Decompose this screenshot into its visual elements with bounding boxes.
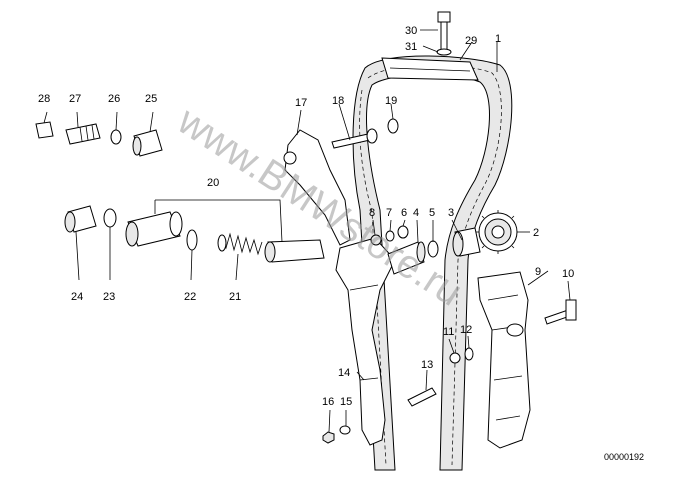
plug-24 [64, 205, 97, 233]
pin-28 [35, 121, 54, 139]
label-11: 11 [443, 326, 454, 338]
washer-11 [449, 352, 461, 364]
sprocket-2 [476, 210, 520, 254]
label-10: 10 [562, 268, 574, 280]
label-7: 7 [386, 207, 392, 219]
washer-26 [110, 129, 122, 145]
nut-16 [322, 431, 335, 444]
bolt-10 [544, 299, 577, 325]
sleeve-4 [387, 241, 426, 275]
label-16: 16 [322, 396, 334, 408]
washer-15 [339, 425, 351, 435]
label-26: 26 [108, 93, 120, 105]
label-15: 15 [340, 396, 352, 408]
label-25: 25 [145, 93, 157, 105]
sleeve-3 [452, 227, 481, 257]
tensioner-rail-17 [283, 129, 351, 246]
label-31: 31 [405, 41, 417, 53]
upper-chain-guide [381, 57, 479, 81]
clip-19 [387, 118, 399, 134]
watermark: www.BMWstore.ru [169, 98, 470, 315]
label-24: 24 [71, 291, 83, 303]
label-30: 30 [405, 25, 417, 37]
spring-21 [217, 232, 263, 256]
label-18: 18 [332, 95, 344, 107]
piston-20 [264, 239, 325, 263]
label-5: 5 [429, 207, 435, 219]
plug-25 [132, 129, 163, 157]
label-6: 6 [401, 207, 407, 219]
label-1: 1 [495, 33, 501, 45]
label-4: 4 [413, 207, 419, 219]
washer-12 [464, 347, 474, 361]
bolt-30 [437, 11, 451, 51]
pin-13 [407, 387, 437, 407]
washer-23 [103, 208, 117, 228]
tensioner-rail-14 [335, 237, 396, 446]
label-3: 3 [448, 207, 454, 219]
label-22: 22 [184, 291, 196, 303]
label-27: 27 [69, 93, 81, 105]
label-2: 2 [533, 227, 539, 239]
valve-27 [65, 123, 101, 145]
timing-chain [352, 55, 513, 471]
label-23: 23 [103, 291, 115, 303]
washer-31 [436, 48, 452, 56]
label-8: 8 [369, 207, 375, 219]
tensioner-housing-20 [125, 211, 183, 247]
label-13: 13 [421, 359, 433, 371]
leader-lines [43, 29, 571, 433]
label-21: 21 [229, 291, 241, 303]
guide-rail-9 [477, 271, 531, 449]
bolt-18 [331, 128, 378, 149]
label-9: 9 [535, 266, 541, 278]
label-28: 28 [38, 93, 50, 105]
label-29: 29 [465, 35, 477, 47]
number-labels: 1 2 3 4 5 6 7 8 9 10 11 12 13 14 15 16 1… [38, 25, 574, 408]
nut-8 [370, 234, 382, 246]
label-14: 14 [338, 367, 350, 379]
label-12: 12 [460, 324, 472, 336]
label-19: 19 [385, 95, 397, 107]
ring-22 [186, 229, 198, 251]
label-17: 17 [295, 97, 307, 109]
label-20: 20 [207, 177, 219, 189]
diagram-ref-number: 00000192 [604, 452, 644, 462]
